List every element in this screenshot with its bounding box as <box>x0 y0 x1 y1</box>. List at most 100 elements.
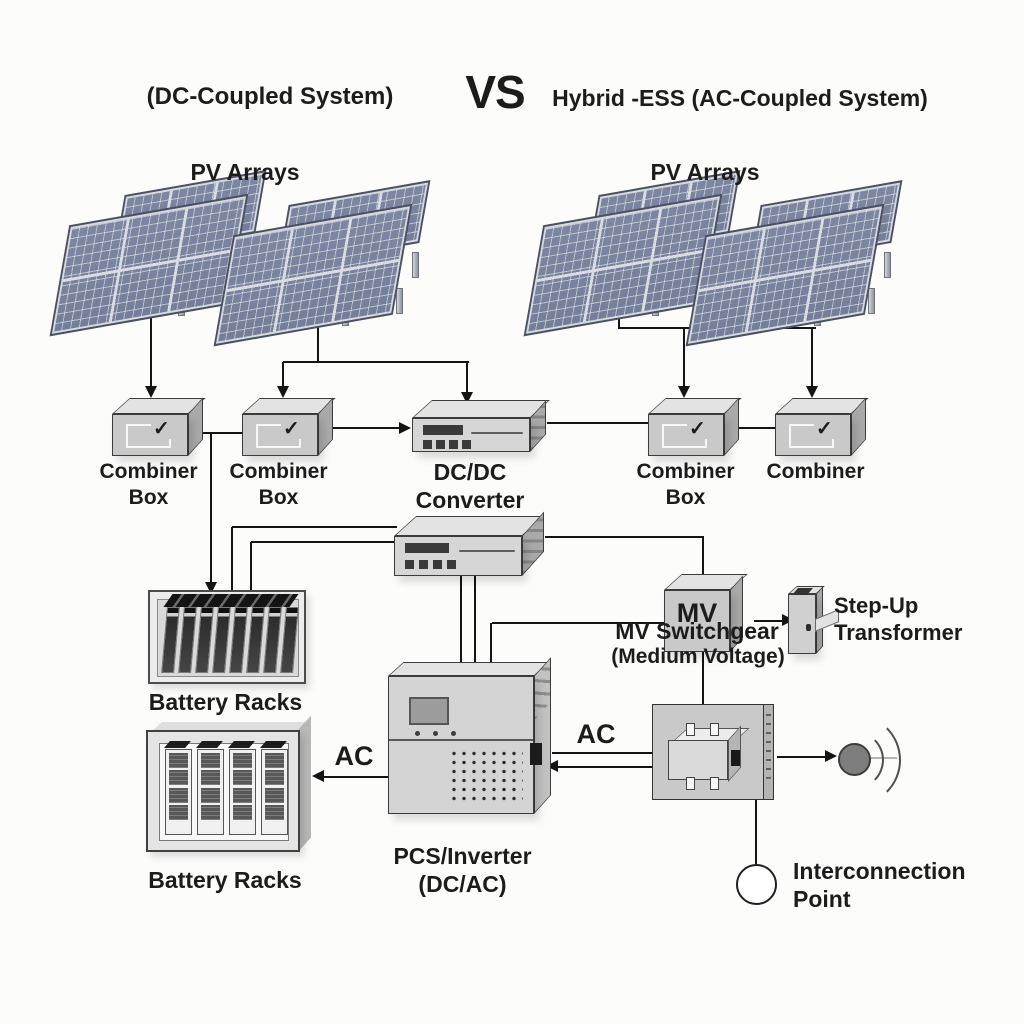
wire-converter-to-rack-2 <box>251 541 397 543</box>
box-top-face <box>388 662 550 676</box>
pcs-inverter-unit <box>386 657 556 822</box>
wire-converter-to-mv <box>545 536 704 538</box>
wire-pv1-to-combiner1 <box>150 306 152 388</box>
converter-button <box>449 440 458 449</box>
pcs-display <box>409 697 449 725</box>
box-front-face <box>388 676 542 814</box>
pv-arrays-label-dc: PV Arrays <box>190 159 300 185</box>
ac-label-battery: AC <box>334 741 374 771</box>
wire-pv2-drop <box>317 316 319 362</box>
grid-node-icon <box>838 743 871 776</box>
box-top-face <box>394 516 545 536</box>
breaker-terminal <box>710 723 719 736</box>
wire-mv-to-panel <box>702 652 704 708</box>
interconnection-point-label: Interconnection Point <box>793 858 966 913</box>
wire-combiner2-to-dcdc <box>302 427 401 429</box>
pv-panel-front-row <box>685 203 885 347</box>
check-icon: ✓ <box>687 418 708 440</box>
wire-to-dcdc <box>466 362 468 394</box>
converter-button <box>405 560 414 569</box>
combiner-box-dc-2: ✓ <box>242 397 337 458</box>
step-up-transformer-unit <box>788 586 843 658</box>
battery-rack-bottom <box>146 730 300 852</box>
pv-array-ac-2 <box>685 180 903 347</box>
converter-button <box>462 440 471 449</box>
wire-mv-to-pcs-drop <box>490 623 492 667</box>
wire-mv-to-transformer <box>754 620 784 622</box>
pcs-indicator <box>451 731 456 736</box>
wire-pcs-ac-1 <box>552 752 658 754</box>
wire-converter-to-rack-2-drop <box>250 542 252 591</box>
wire-pcs-ac-2 <box>557 766 672 768</box>
breaker-terminal <box>686 723 695 736</box>
pcs-panel-seam <box>389 739 533 741</box>
pcs-indicator <box>415 731 420 736</box>
wire-to-combinerB <box>811 328 813 388</box>
wire-dcdc-to-combinerA <box>547 422 651 424</box>
breaker-unit <box>668 740 728 780</box>
combiner-box-ac-2: ✓ <box>775 397 870 458</box>
dc-system-title: (DC-Coupled System) <box>146 83 394 110</box>
box-front-face: ✓ <box>775 414 851 456</box>
mv-switchgear-sublabel: (Medium Voltage) <box>611 645 785 668</box>
mv-switchgear-unit: MV <box>664 574 749 654</box>
step-up-transformer-label: Step-Up Transformer <box>834 593 963 645</box>
battery-racks-bottom-label: Battery Racks <box>148 867 302 893</box>
check-icon: ✓ <box>281 418 302 440</box>
box-front-face <box>394 536 522 576</box>
ac-label-grid: AC <box>576 719 616 749</box>
dcdc-converter-label: DC/DC Converter <box>415 459 525 514</box>
breaker-port <box>731 750 740 766</box>
converter-button <box>423 440 432 449</box>
box-side-face <box>534 657 551 814</box>
converter-button <box>436 440 445 449</box>
wire-converter-to-pcs-2 <box>474 576 476 677</box>
mv-switchgear-label: MV Switchgear <box>615 618 779 644</box>
wire-dc-bus-to-rack <box>210 433 212 583</box>
breaker-terminal <box>710 777 719 790</box>
arrow-down-icon <box>145 386 157 398</box>
interconnection-point-circle <box>736 864 777 905</box>
pv-leg <box>868 288 875 314</box>
converter-groove <box>459 550 515 552</box>
battery-modules <box>161 607 303 673</box>
pv-leg <box>412 252 419 278</box>
signal-wave-icon <box>809 714 901 806</box>
mv-box-text: MV <box>676 598 718 628</box>
check-icon: ✓ <box>814 418 835 440</box>
box-front-face: MV <box>664 590 730 652</box>
converter-button <box>419 560 428 569</box>
wire-converter-to-pcs-1 <box>460 576 462 677</box>
converter-groove <box>471 432 523 434</box>
pv-leg <box>884 252 891 278</box>
pcs-indicator <box>433 731 438 736</box>
pv-arrays-label-ac: PV Arrays <box>650 159 760 185</box>
wire-to-combinerA <box>683 328 685 388</box>
combiner-box-dc-1: ✓ <box>112 397 207 458</box>
combiner-box-ac-1: ✓ <box>648 397 743 458</box>
wire-pv2-split <box>283 361 469 363</box>
box-top-face <box>412 400 550 418</box>
battery-column <box>164 741 192 835</box>
wire-panel-to-interconnection <box>755 800 757 864</box>
arrow-right-icon <box>399 422 411 434</box>
arrow-down-icon <box>806 386 818 398</box>
combiner-label: Combiner <box>766 460 865 483</box>
converter-button <box>433 560 442 569</box>
pv-array-dc-2 <box>213 180 431 347</box>
wire-converter-to-rack-1-drop <box>231 527 233 591</box>
pcs-ac-port <box>530 743 542 765</box>
switch-panel-side <box>763 704 774 800</box>
combiner-box-ac-label: Combiner Box <box>636 460 735 509</box>
arrow-left-icon <box>312 770 324 782</box>
battery-caps <box>163 594 299 607</box>
wire-combinerB-to-combinerA <box>736 427 778 429</box>
battery-rack-top <box>148 590 306 684</box>
transformer-knob <box>806 624 811 631</box>
converter-display <box>405 543 449 553</box>
box-front-face: ✓ <box>242 414 318 456</box>
arrow-down-icon <box>678 386 690 398</box>
arrow-down-icon <box>277 386 289 398</box>
wire-to-combiner2 <box>282 362 284 388</box>
